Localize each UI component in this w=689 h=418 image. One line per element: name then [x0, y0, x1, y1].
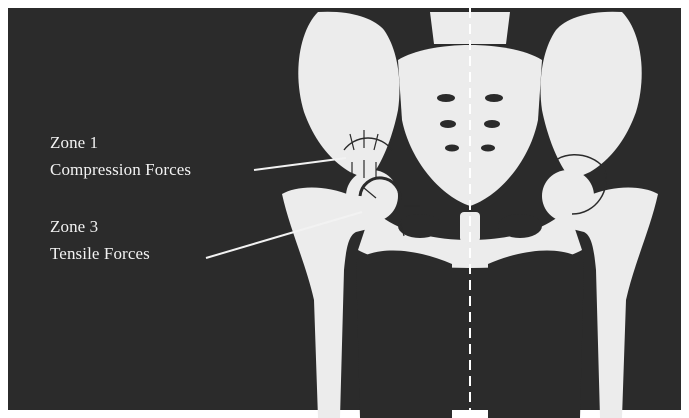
pelvic-floor-shadow-right: [488, 250, 584, 418]
zone1-title: Zone 1: [50, 132, 98, 154]
zone3-title: Zone 3: [50, 216, 98, 238]
pelvic-floor-shadow: [356, 250, 452, 418]
zone3-description: Tensile Forces: [50, 243, 150, 265]
zone1-description: Compression Forces: [50, 159, 191, 181]
right-obturator-foramen: [498, 214, 542, 238]
left-obturator-foramen: [398, 214, 442, 238]
